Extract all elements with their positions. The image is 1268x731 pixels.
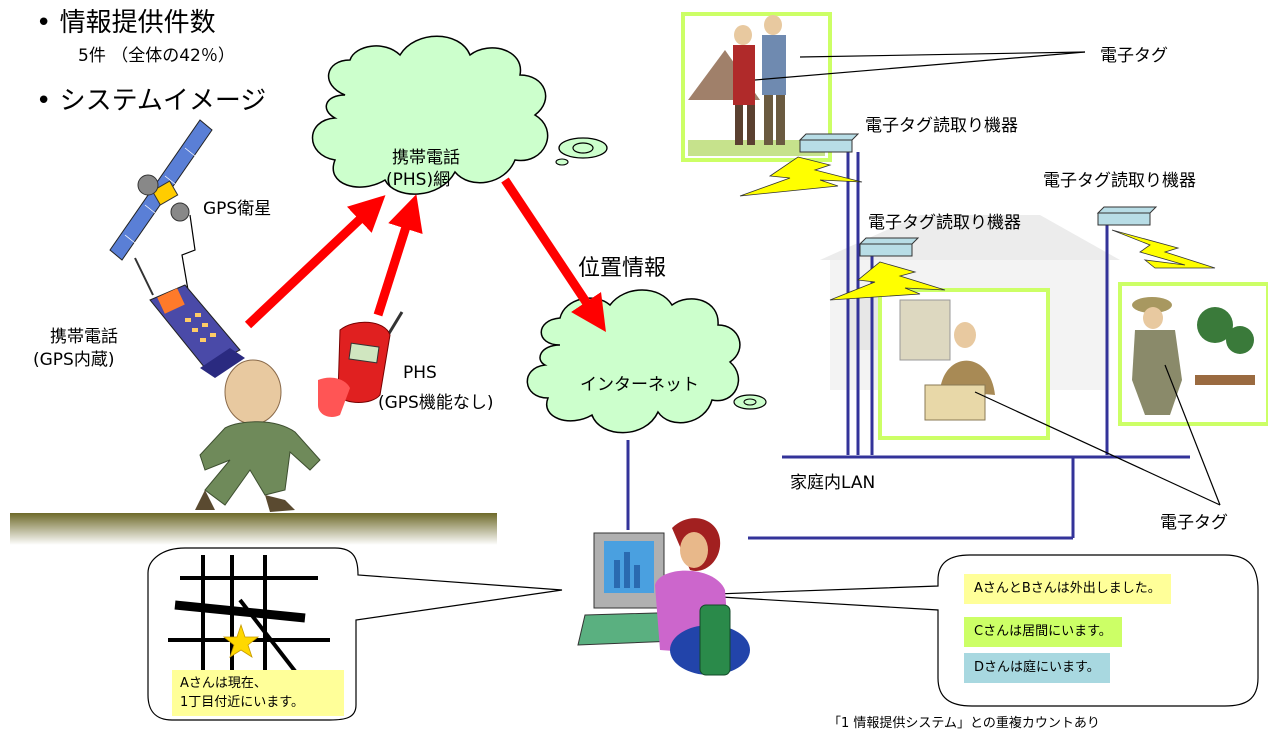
tag-reader-label-3: 電子タグ読取り機器 [868, 213, 1021, 233]
go-player-illustration [899, 299, 995, 421]
internet-label: インターネット [580, 375, 699, 395]
pointer-lines [754, 51, 1221, 506]
satellite-signal-zigzag [181, 214, 196, 291]
phs-phone-illustration [318, 311, 404, 417]
gps-satellite-label: GPS衛星 [203, 199, 272, 219]
count-value: 5件 （全体の42％） [78, 46, 235, 66]
map-bubble-line-2: 1丁目付近にいます。 [180, 695, 304, 710]
e-tag-label-top: 電子タグ [1100, 46, 1168, 66]
status-message-3: Dさんは庭にいます。 [964, 653, 1110, 683]
bullet-count-heading: • 情報提供件数 [36, 8, 216, 38]
e-tag-label-bottom: 電子タグ [1160, 513, 1228, 533]
home-lan-label: 家庭内LAN [790, 473, 876, 493]
computer-user-illustration [577, 518, 750, 676]
footnote: 「1 情報提供システム」との重複カウントあり [828, 716, 1100, 731]
cellular-network-label-1: 携帯電話 [392, 148, 460, 168]
gardener-illustration [1132, 297, 1255, 415]
internet-cloud [526, 289, 767, 434]
map-bubble-line-1: Aさんは現在、 [180, 676, 267, 691]
tag-reader-label-1: 電子タグ読取り機器 [865, 116, 1018, 136]
gps-phone-illustration [134, 257, 245, 378]
bullet-image-heading: • システムイメージ [36, 86, 267, 116]
status-message-2: Cさんは居間にいます。 [964, 617, 1122, 647]
phs-note: (GPS機能なし) [378, 393, 494, 413]
signal-arrows [244, 177, 606, 332]
cellular-network-label-2: (PHS)網 [386, 170, 451, 190]
tag-reader-label-2: 電子タグ読取り機器 [1043, 171, 1196, 191]
cellular-network-cloud [311, 35, 608, 195]
status-message-1: AさんとBさんは外出しました。 [964, 574, 1171, 604]
image-heading-text: システムイメージ [59, 86, 267, 116]
map-bubble [147, 547, 563, 721]
lightning-bolts [739, 156, 1216, 301]
couple-illustration [688, 15, 825, 156]
ground-strip [10, 513, 497, 545]
gps-satellite-illustration [109, 119, 213, 261]
tag-readers [798, 133, 1158, 257]
location-info-label: 位置情報 [578, 256, 667, 281]
count-heading-text: 情報提供件数 [59, 8, 216, 38]
mobile-phone-label: 携帯電話 [50, 327, 118, 347]
map-bubble-text: Aさんは現在、 1丁目付近にいます。 [180, 674, 304, 712]
mobile-phone-note: (GPS内蔵) [33, 350, 115, 370]
walking-man-illustration [195, 359, 321, 512]
phs-label: PHS [403, 363, 437, 383]
